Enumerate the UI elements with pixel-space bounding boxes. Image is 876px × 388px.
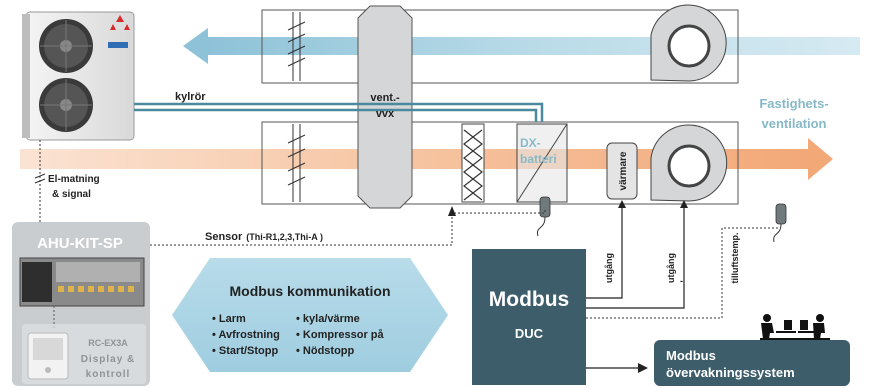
monitoring-box [654, 340, 850, 386]
supply-temp-label: tilluftstemp. [730, 233, 740, 284]
building-ventilation-label-line2: ventilation [761, 116, 826, 131]
arrow-right-icon [638, 363, 648, 373]
controller-board [19, 257, 145, 307]
break-mark-icon [34, 173, 46, 184]
outdoor-unit [22, 11, 135, 141]
list-item: • Avfrostning [212, 329, 280, 341]
heat-exchanger [357, 5, 413, 209]
rc-sub-line2: kontroll [86, 369, 131, 380]
refrigerant-pipe [134, 102, 544, 122]
filter-lower [287, 124, 306, 202]
heater-label: värmare [618, 151, 629, 190]
control-lines [586, 205, 685, 369]
sensor-supply [773, 203, 787, 243]
dx-coil-label-line1: DX- [520, 136, 541, 150]
heat-exchanger-label-line1: vent.- [370, 92, 400, 104]
dx-coil [516, 123, 568, 203]
heater [606, 142, 638, 200]
operators-icon [760, 314, 830, 340]
output-dash: - [680, 276, 683, 286]
brand-badge-icon [108, 42, 128, 48]
list-item: • Kompressor på [296, 329, 384, 341]
list-item: • Start/Stopp [212, 345, 278, 357]
exhaust-air-arrow [183, 28, 860, 64]
list-item: • Larm [212, 313, 246, 325]
duc-title: Modbus [489, 288, 569, 311]
modbus-comm-list-right: • kyla/värme • Kompressor på • Nödstopp [296, 313, 384, 357]
supply-fan [650, 124, 728, 202]
filter-upper [287, 12, 306, 81]
ahu-kit-title: AHU-KIT-SP [37, 235, 123, 252]
power-label-line2: & signal [52, 189, 91, 200]
arrow-up-icon [448, 206, 456, 216]
lower-duct [261, 121, 739, 205]
upper-duct [261, 9, 739, 84]
modbus-comm-list-left: • Larm • Avfrostning • Start/Stopp [212, 313, 280, 357]
duc-sub: DUC [515, 326, 544, 341]
sensor-dx [536, 196, 551, 237]
duc-box [472, 249, 586, 385]
monitoring-line2: övervakningssystem [666, 365, 795, 380]
power-label-line1: El-matning [48, 174, 100, 185]
exhaust-fan [650, 4, 727, 82]
dx-coil-label-line2: batteri [520, 152, 557, 166]
list-item: • Nödstopp [296, 345, 355, 357]
bag-filter [461, 123, 485, 203]
sensor-label: Sensor(Thi-R1,2,3,Thi-A ) [205, 231, 323, 243]
list-item: • kyla/värme [296, 313, 360, 325]
refrigerant-pipe-label: kylrör [175, 91, 206, 103]
output-label-2: utgång [666, 253, 676, 283]
arrow-up-icon [618, 200, 626, 208]
remote-controller-icon [27, 332, 69, 380]
brand-logo-icon [110, 15, 130, 30]
monitoring-line1: Modbus [666, 348, 716, 363]
heat-exchanger-label-line2: vvx [376, 108, 395, 120]
rc-name: RC-EX3A [88, 338, 128, 348]
building-ventilation-label-line1: Fastighets- [759, 96, 828, 111]
modbus-comm-hexagon [172, 258, 448, 372]
output-label-1: utgång [604, 253, 614, 283]
modbus-comm-title: Modbus kommunikation [230, 283, 391, 299]
rc-sub-line1: Display & [81, 354, 136, 365]
arrow-up-icon [680, 200, 688, 208]
